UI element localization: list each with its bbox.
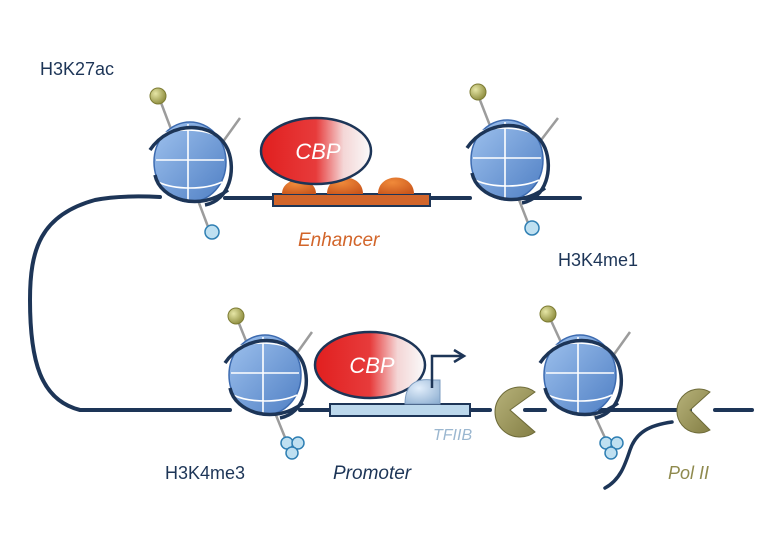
trimethyl-mark-balls [280,436,305,460]
h3k4me3-label: H3K4me3 [165,463,245,483]
transcription-start-arrow [430,348,467,388]
acetyl-mark-ball [469,83,487,101]
h3k4me1-label: H3K4me1 [558,250,638,270]
methyl-mark-ball [204,224,220,240]
enhancer-label: Enhancer [298,230,380,251]
nucleosome-bottom-right [538,305,632,460]
transcription-factor-blob [378,177,414,194]
promoter-element [329,403,471,417]
cbp-top: CBP [259,116,373,186]
tfiib-label: TFIIB [433,427,472,444]
nucleosome-bottom-left [223,307,314,460]
dna-strand [27,194,754,490]
nucleosome-top-right [465,83,559,236]
h3k27ac-label: H3K27ac [40,59,114,79]
nucleosome-top-left [148,87,242,240]
trimethyl-mark-balls [599,436,624,460]
pol-ii-complex-left [494,386,536,438]
pol-ii-complex-right [676,388,711,434]
promoter-label: Promoter [333,463,412,484]
cbp-bottom-label: CBP [349,353,395,378]
cbp-bottom: CBP [313,330,427,400]
acetyl-mark-ball [539,305,557,323]
methyl-mark-ball [524,220,540,236]
acetyl-mark-ball [149,87,167,105]
acetyl-mark-ball [227,307,245,325]
cbp-top-label: CBP [295,139,341,164]
pol-ii-label: Pol II [668,463,709,483]
